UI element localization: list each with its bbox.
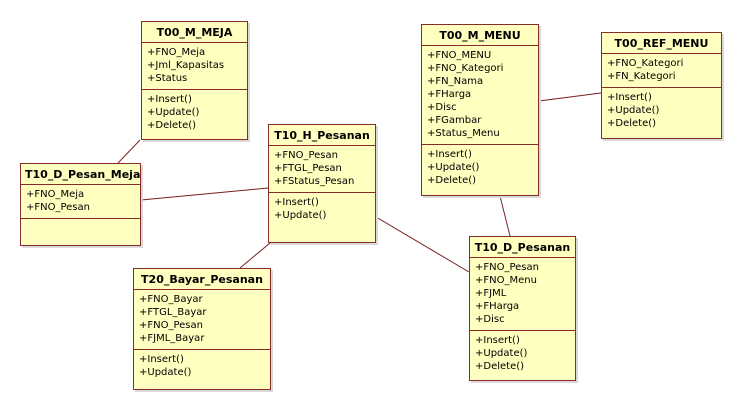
- operation: +Delete(): [427, 175, 477, 186]
- attributes-compartment: +FNO_Pesan +FNO_Menu +FJML +FHarga +Disc: [470, 258, 575, 331]
- attribute: +FNO_Pesan: [26, 202, 90, 213]
- class-t10-h-pesanan[interactable]: T10_H_Pesanan +FNO_Pesan +FTGL_Pesan +FS…: [268, 124, 376, 243]
- operations-compartment: [21, 219, 140, 226]
- class-name: T20_Bayar_Pesanan: [134, 269, 270, 290]
- operation: +Update(): [147, 107, 200, 118]
- attribute: +Disc: [475, 314, 505, 325]
- operation: +Insert(): [475, 335, 520, 346]
- attribute: +FNO_Meja: [26, 189, 85, 200]
- operation: +Delete(): [147, 120, 197, 131]
- operation: +Insert(): [427, 149, 472, 160]
- operation: +Update(): [427, 162, 480, 173]
- attribute: +FHarga: [427, 89, 472, 100]
- attribute: +FNO_Kategori: [427, 63, 504, 74]
- attribute: +FGambar: [427, 115, 482, 126]
- attributes-compartment: +FNO_Meja +FNO_Pesan: [21, 185, 140, 219]
- operations-compartment: +Insert() +Update() +Delete(): [142, 90, 247, 136]
- class-name: T00_M_MEJA: [142, 22, 247, 43]
- class-t00-m-menu[interactable]: T00_M_MENU +FNO_MENU +FNO_Kategori +FN_N…: [421, 24, 539, 196]
- operation: +Insert(): [274, 197, 319, 208]
- association-hpesanan-bayar: [239, 242, 271, 269]
- attribute: +FJML: [475, 288, 507, 299]
- class-name: T00_M_MENU: [422, 25, 538, 46]
- attribute: +Status: [147, 73, 188, 84]
- association-meja-pesanmeja: [117, 139, 141, 164]
- operation: +Insert(): [139, 354, 184, 365]
- attributes-compartment: +FNO_Pesan +FTGL_Pesan +FStatus_Pesan: [269, 146, 375, 193]
- operations-compartment: +Insert() +Update() +Delete(): [602, 88, 721, 134]
- attribute: +FNO_Pesan: [274, 150, 338, 161]
- attribute: +FTGL_Pesan: [274, 163, 342, 174]
- operation: +Insert(): [147, 94, 192, 105]
- class-t20-bayar-pesanan[interactable]: T20_Bayar_Pesanan +FNO_Bayar +FTGL_Bayar…: [133, 268, 271, 390]
- operation: +Update(): [139, 367, 192, 378]
- operations-compartment: +Insert() +Update(): [269, 193, 375, 226]
- class-name: T10_H_Pesanan: [269, 125, 375, 146]
- attribute: +FNO_Meja: [147, 47, 206, 58]
- attributes-compartment: +FNO_Kategori +FN_Kategori: [602, 54, 721, 88]
- attributes-compartment: +FNO_Meja +Jml_Kapasitas +Status: [142, 43, 247, 90]
- association-hpesanan-dpesanan: [375, 216, 470, 273]
- class-name: T10_D_Pesanan: [470, 237, 575, 258]
- operations-compartment: +Insert() +Update() +Delete(): [422, 145, 538, 191]
- operation: +Insert(): [607, 92, 652, 103]
- attributes-compartment: +FNO_Bayar +FTGL_Bayar +FNO_Pesan +FJML_…: [134, 290, 270, 350]
- operation: +Update(): [475, 348, 528, 359]
- association-pesanmeja-hpesanan: [140, 187, 269, 201]
- attribute: +FNO_Pesan: [475, 262, 539, 273]
- attribute: +FNO_MENU: [427, 50, 492, 61]
- attribute: +FN_Nama: [427, 76, 484, 87]
- attribute: +FNO_Menu: [475, 275, 537, 286]
- operation: +Update(): [274, 210, 327, 221]
- attribute: +FJML_Bayar: [139, 333, 205, 344]
- association-menu-dpesanan: [499, 195, 511, 237]
- operation: +Update(): [607, 105, 660, 116]
- operation: +Delete(): [475, 361, 525, 372]
- attribute: +Status_Menu: [427, 128, 500, 139]
- class-t00-ref-menu[interactable]: T00_REF_MENU +FNO_Kategori +FN_Kategori …: [601, 32, 722, 139]
- class-name: T10_D_Pesan_Meja: [21, 164, 140, 185]
- attribute: +FN_Kategori: [607, 71, 676, 82]
- attribute: +FNO_Bayar: [139, 294, 203, 305]
- operation: +Delete(): [607, 118, 657, 129]
- attribute: +Jml_Kapasitas: [147, 60, 225, 71]
- class-t10-d-pesanan[interactable]: T10_D_Pesanan +FNO_Pesan +FNO_Menu +FJML…: [469, 236, 576, 381]
- attributes-compartment: +FNO_MENU +FNO_Kategori +FN_Nama +FHarga…: [422, 46, 538, 145]
- class-t00-m-meja[interactable]: T00_M_MEJA +FNO_Meja +Jml_Kapasitas +Sta…: [141, 21, 248, 140]
- association-menu-refmenu: [538, 92, 602, 102]
- attribute: +FHarga: [475, 301, 520, 312]
- attribute: +FNO_Pesan: [139, 320, 203, 331]
- operations-compartment: +Insert() +Update(): [134, 350, 270, 383]
- attribute: +FTGL_Bayar: [139, 307, 207, 318]
- class-name: T00_REF_MENU: [602, 33, 721, 54]
- attribute: +Disc: [427, 102, 457, 113]
- operations-compartment: +Insert() +Update() +Delete(): [470, 331, 575, 377]
- class-t10-d-pesan-meja[interactable]: T10_D_Pesan_Meja +FNO_Meja +FNO_Pesan: [20, 163, 141, 246]
- attribute: +FNO_Kategori: [607, 58, 684, 69]
- attribute: +FStatus_Pesan: [274, 176, 355, 187]
